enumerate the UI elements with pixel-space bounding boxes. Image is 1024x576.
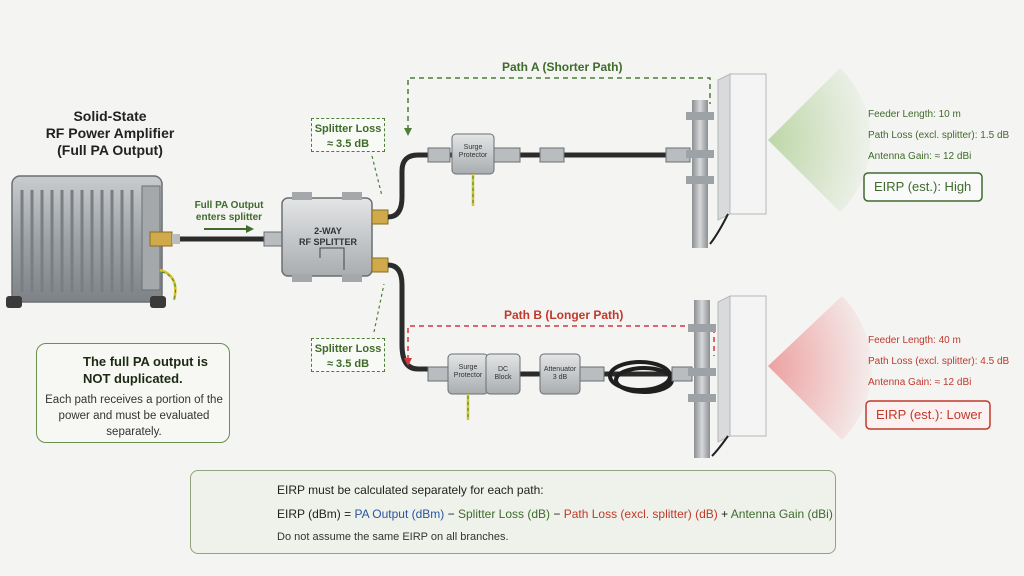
note-box: The full PA output is NOT duplicated. Ea… bbox=[36, 343, 230, 443]
amplifier-title-line2: RF Power Amplifier bbox=[45, 125, 175, 141]
path-b-eirp: EIRP (est.): Lower bbox=[876, 407, 982, 422]
path-b-antenna-gain: Antenna Gain: ≈ 12 dBi bbox=[868, 377, 972, 388]
splitter-loss-bottom: Splitter Loss ≈ 3.5 dB bbox=[311, 338, 385, 372]
surge-b-line2: Protector bbox=[453, 372, 483, 379]
splitter-loss-top-line2: ≈ 3.5 dB bbox=[326, 138, 370, 150]
amplifier-title-line1: Solid-State bbox=[73, 108, 147, 124]
formula-box: EIRP must be calculated separately for e… bbox=[190, 470, 836, 554]
formula-prefix: EIRP (dBm) = bbox=[277, 507, 355, 521]
path-a-antenna-gain: Antenna Gain: ≈ 12 dBi bbox=[868, 151, 972, 162]
path-a-arrow bbox=[404, 77, 711, 136]
dc-block-label: DC Block bbox=[486, 366, 520, 382]
surge-a-line1: Surge bbox=[463, 144, 483, 151]
path-b-label: Path B (Longer Path) bbox=[504, 308, 624, 322]
input-label: Full PA Output enters splitter bbox=[184, 200, 274, 224]
input-label-line2: enters splitter bbox=[195, 212, 263, 223]
formula-term-antenna-gain: Antenna Gain (dBi) bbox=[730, 507, 833, 521]
splitter-loss-bottom-line1: Splitter Loss bbox=[314, 343, 382, 355]
input-label-line1: Full PA Output bbox=[194, 200, 264, 211]
dc-block bbox=[485, 353, 521, 395]
path-a-specs: Feeder Length: 10 m Path Loss (excl. spl… bbox=[868, 104, 1020, 167]
antenna-b bbox=[688, 295, 872, 458]
formula-line: EIRP (dBm) = PA Output (dBm) − Splitter … bbox=[277, 507, 833, 521]
surge-protector-a-label: Surge Protector bbox=[452, 144, 494, 160]
amplifier-title: Solid-State RF Power Amplifier (Full PA … bbox=[30, 108, 190, 159]
note-body: Each path receives a portion of the powe… bbox=[45, 394, 223, 438]
amplifier-title-line3: (Full PA Output) bbox=[57, 142, 163, 158]
surge-b-line1: Surge bbox=[458, 364, 478, 371]
splitter-loss-bottom-line2: ≈ 3.5 dB bbox=[326, 358, 370, 370]
path-a-path-loss: Path Loss (excl. splitter): 1.5 dB bbox=[868, 130, 1010, 141]
rf-power-amplifier bbox=[6, 175, 180, 308]
att-line1: Attenuator bbox=[543, 366, 577, 373]
antenna-a bbox=[686, 68, 871, 248]
note-heading-line1: The full PA output is bbox=[83, 354, 208, 369]
path-b-feeder-length: Feeder Length: 40 m bbox=[868, 335, 961, 346]
splitter-label-line1: 2-WAY bbox=[314, 226, 342, 236]
formula-heading: EIRP must be calculated separately for e… bbox=[277, 483, 544, 497]
surge-protector-b-label: Surge Protector bbox=[448, 364, 488, 380]
splitter-label: 2-WAY RF SPLITTER bbox=[288, 226, 368, 248]
formula-term-path-loss: Path Loss (excl. splitter) (dB) bbox=[563, 507, 718, 521]
dc-line2: Block bbox=[494, 374, 512, 381]
path-b-path-loss: Path Loss (excl. splitter): 4.5 dB bbox=[868, 356, 1010, 367]
path-a-eirp: EIRP (est.): High bbox=[874, 179, 972, 194]
path-a-label: Path A (Shorter Path) bbox=[502, 60, 623, 74]
formula-term-pa-output: PA Output (dBm) bbox=[354, 507, 445, 521]
surge-protector-a bbox=[451, 133, 495, 206]
path-a-feeder-length: Feeder Length: 10 m bbox=[868, 109, 961, 120]
note-heading: The full PA output is NOT duplicated. bbox=[83, 353, 223, 387]
cable-coil bbox=[608, 360, 674, 394]
dc-line1: DC bbox=[497, 366, 509, 373]
splitter-label-line2: RF SPLITTER bbox=[299, 237, 357, 247]
note-heading-line2: NOT duplicated. bbox=[83, 371, 183, 386]
formula-term-splitter-loss: Splitter Loss (dB) bbox=[457, 507, 551, 521]
path-b-specs: Feeder Length: 40 m Path Loss (excl. spl… bbox=[868, 330, 1020, 393]
attenuator-label: Attenuator 3 dB bbox=[538, 366, 582, 382]
path-b-arrow bbox=[404, 325, 715, 366]
formula-minus-1: − bbox=[444, 507, 458, 521]
surge-a-line2: Protector bbox=[458, 152, 488, 159]
formula-footer: Do not assume the same EIRP on all branc… bbox=[277, 531, 509, 543]
splitter-loss-top-line1: Splitter Loss bbox=[314, 123, 382, 135]
splitter-loss-top: Splitter Loss ≈ 3.5 dB bbox=[311, 118, 385, 152]
att-line2: 3 dB bbox=[552, 374, 568, 381]
rf-splitter bbox=[281, 192, 389, 282]
formula-minus-2: − bbox=[550, 507, 564, 521]
formula-plus: + bbox=[717, 507, 731, 521]
